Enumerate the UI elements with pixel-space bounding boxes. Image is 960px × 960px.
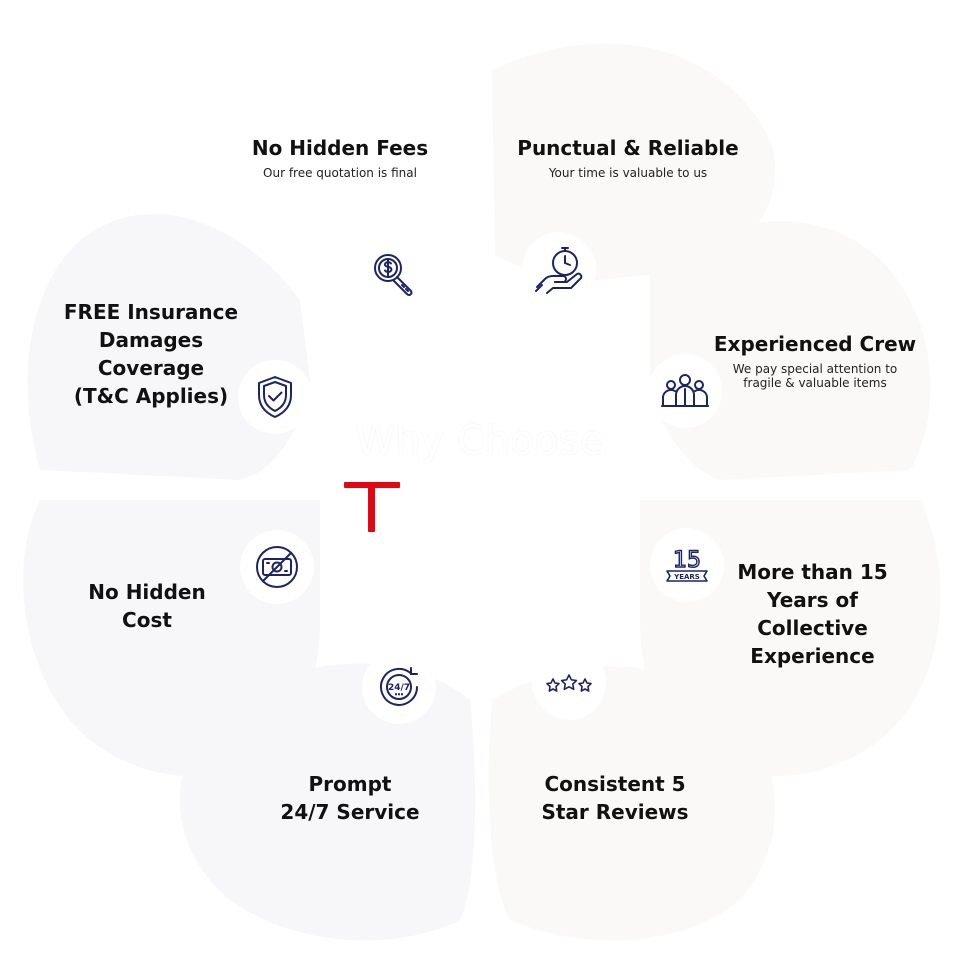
feature-title-line2: 24/7 Service [280, 800, 420, 824]
feature-title-line4: (T&C Applies) [73, 384, 229, 408]
no-money-icon [240, 530, 314, 604]
feature-title-line4: Experience [750, 644, 875, 668]
feature-title: Punctual & Reliable [517, 136, 739, 160]
feature-free-insurance: FREE Insurance Damages Coverage (T&C App… [50, 298, 252, 410]
feature-title-line1: Consistent 5 [544, 772, 686, 796]
feature-description: Your time is valuable to us [548, 166, 708, 180]
feature-title-line3: Coverage [97, 356, 205, 380]
feature-no-hidden-fees: No Hidden Fees Our free quotation is fin… [210, 134, 470, 180]
feature-punctual-reliable: Punctual & Reliable Your time is valuabl… [490, 134, 766, 180]
brand-logo [344, 482, 400, 532]
feature-description: Our free quotation is final [263, 166, 417, 180]
center-title: Why Choose [355, 418, 605, 464]
feature-fifteen-years: More than 15 Years of Collective Experie… [700, 558, 925, 670]
feature-title-line1: More than 15 [737, 560, 888, 584]
feature-title-line3: Collective [757, 616, 868, 640]
magnifier-dollar-icon [356, 236, 430, 310]
feature-star-reviews: Consistent 5 Star Reviews [510, 770, 720, 826]
feature-prompt-service: Prompt 24/7 Service [250, 770, 450, 826]
feature-title-line2: Cost [122, 608, 172, 632]
feature-title: Experienced Crew [713, 332, 917, 356]
feature-title-line1: No Hidden [88, 580, 206, 604]
feature-description-line1: We pay special attention to [732, 362, 898, 376]
feature-title: No Hidden Fees [251, 136, 429, 160]
clock-label: 24/7 [388, 683, 410, 693]
shield-check-icon [238, 360, 312, 434]
badge-number: 15 [673, 548, 701, 573]
feature-title-line1: FREE Insurance [63, 300, 239, 324]
feature-experienced-crew: Experienced Crew We pay special attentio… [700, 330, 930, 391]
stars-icon [532, 646, 606, 720]
hand-stopwatch-icon [522, 232, 596, 306]
feature-description-line2: fragile & valuable items [743, 376, 887, 391]
petal-bottom-right [488, 666, 776, 941]
team-people-icon [648, 354, 722, 428]
feature-no-hidden-cost: No Hidden Cost [62, 578, 232, 634]
feature-title-line1: Prompt [308, 772, 392, 796]
fifteen-years-badge-icon: 15 YEARS [650, 528, 724, 602]
badge-label: YEARS [673, 573, 700, 581]
petal-top-right [492, 43, 776, 281]
clock-24-7-icon: 24/7 [362, 650, 436, 724]
petal-right-upper [650, 221, 931, 480]
petal-left-upper [27, 213, 310, 481]
feature-title-line2: Years of [767, 588, 858, 612]
feature-title-line2: Damages [98, 328, 204, 352]
feature-title-line2: Star Reviews [541, 800, 689, 824]
